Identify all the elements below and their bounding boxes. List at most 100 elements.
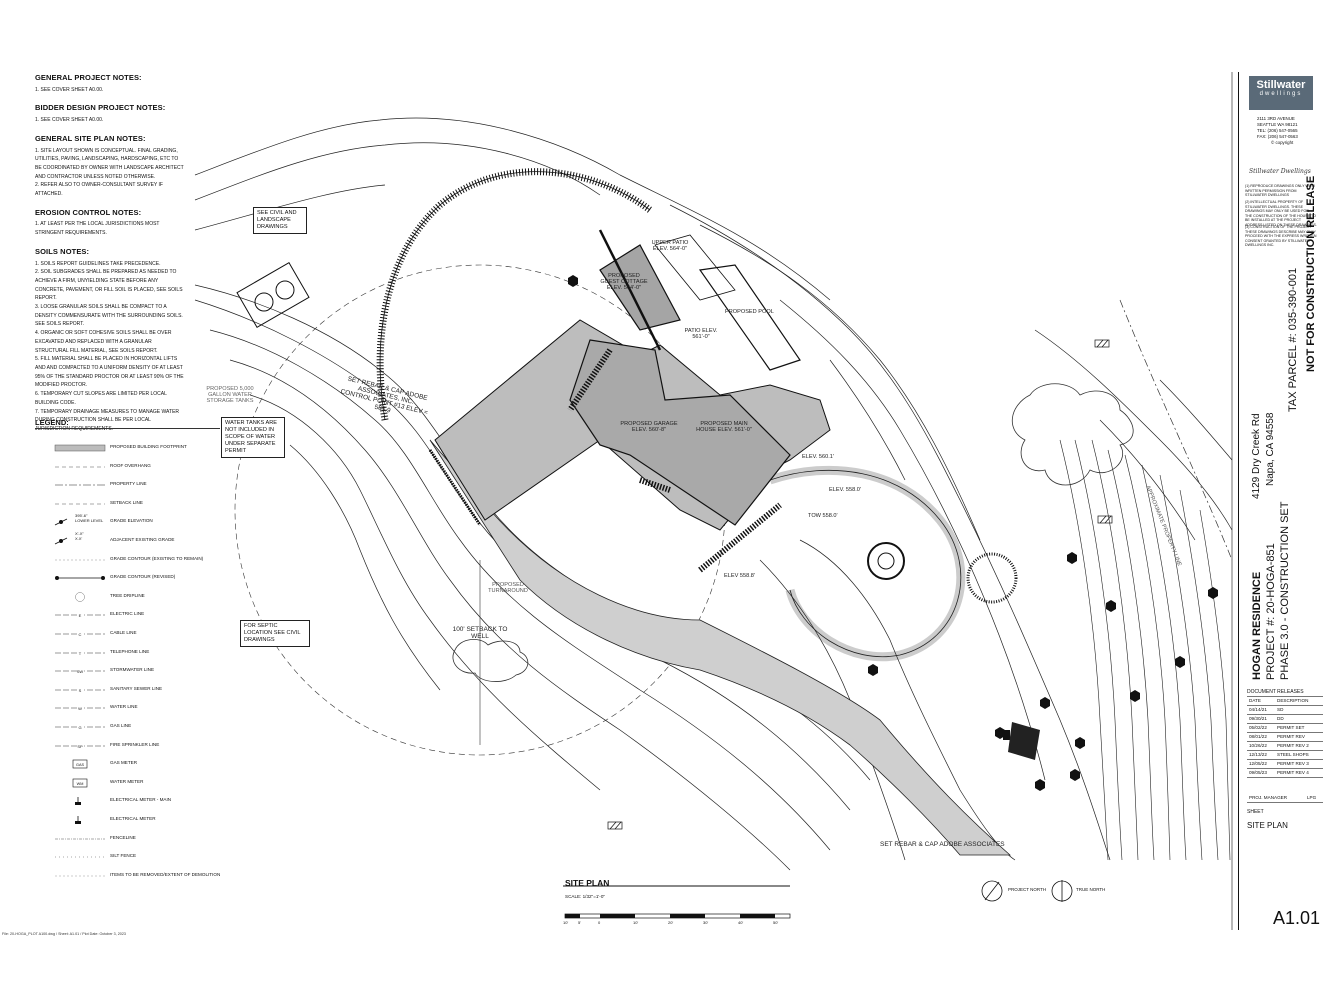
legend-elev-text: X'-X" <box>75 531 84 536</box>
legend-symbol <box>55 838 105 839</box>
legend-symbol <box>54 519 68 526</box>
legend-label: ELECTRICAL METER - MAIN <box>110 797 172 803</box>
legend-code: C <box>79 632 82 637</box>
upper-patio-label: UPPER PATIO ELEV. 564'-0" <box>651 240 689 252</box>
legend-item: T TELEPHONE LINE <box>35 645 220 659</box>
legend-code: S <box>79 688 82 693</box>
fine-print: (2) INTELLECTUAL PROPERTY OF STILLWATER … <box>1245 200 1317 227</box>
scale-bar <box>564 913 791 919</box>
tow-label: TOW 558.0' <box>808 513 838 519</box>
note-item: 6. TEMPORARY CUT SLOPES ARE LIMITED PER … <box>35 391 167 406</box>
release-description: PERMIT REV 2 <box>1277 743 1309 748</box>
legend-item: ITEMS TO BE REMOVED/EXTENT OF DEMOLITION <box>35 868 220 882</box>
legend-item: GRADE ELEVATION <box>35 514 220 528</box>
circular-drive <box>768 465 966 662</box>
copyright: © copyright <box>1271 140 1294 145</box>
site-address-line1: 4129 Dry Creek Rd <box>1251 413 1262 499</box>
scale-tick-label: 10' <box>633 920 639 925</box>
legend-label: PROPOSED BUILDING FOOTPRINT <box>110 444 187 449</box>
legend-item: GRADE CONTOUR (EXISTING TO REMAIN) <box>35 552 220 566</box>
legend-symbol <box>55 503 105 505</box>
see-civil-note: SEE CIVIL AND LANDSCAPE DRAWINGS <box>253 207 307 234</box>
septic-note: FOR SEPTIC LOCATION SEE CIVIL DRAWINGS <box>240 620 310 647</box>
tax-parcel: TAX PARCEL #: 035-390-001 <box>1287 267 1299 412</box>
manager-label: PROJ. MANAGER <box>1249 795 1288 800</box>
legend-symbol: S <box>55 686 105 693</box>
upper-patio-outline <box>654 234 736 301</box>
drawing-scale: SCALE: 1/32"=1'-0" <box>565 894 606 899</box>
site-address-line2: Napa, CA 94558 <box>1265 412 1276 486</box>
bidder-notes-title: BIDDER DESIGN PROJECT NOTES: <box>35 103 166 113</box>
legend-label: WATER METER <box>110 778 144 784</box>
trees <box>568 275 1218 791</box>
release-description: PERMIT SET <box>1277 725 1305 730</box>
legend-symbol: E <box>55 612 105 619</box>
legend-item: W WATER LINE <box>35 700 220 714</box>
elevation-label: ELEV 558.8' <box>724 573 755 579</box>
legend-label: GRADE ELEVATION <box>110 518 153 524</box>
legend-label: ROOF OVERHANG <box>110 462 151 468</box>
guest-cottage-roof <box>599 244 681 331</box>
legend-item: G GAS LINE <box>35 719 220 733</box>
document-releases: DOCUMENT RELEASES DATE DESCRIPTION 04/14… <box>1247 688 1323 830</box>
legend-label: ADJACENT EXISTING GRADE <box>110 537 175 542</box>
address-line: 2111 3RD AVENUE <box>1257 116 1295 121</box>
property-line <box>1119 299 1233 561</box>
fine-print: (1) REPRODUCE DRAWINGS ONLY WITH WRITTEN… <box>1245 184 1315 197</box>
legend-label: CABLE LINE <box>110 630 137 635</box>
address-line: FAX: (206) 547-0563 <box>1257 134 1298 139</box>
fine-print: (3) CONSTRUCTION OF THE PROJECT THESE DR… <box>1245 225 1317 247</box>
legend-symbol <box>55 875 105 877</box>
project-number: PROJECT #: 20-HOGA-851 <box>1265 543 1277 680</box>
turnaround-label: PROPOSED TURNAROUND <box>488 582 528 594</box>
note-item: 1. SEE COVER SHEET A0.00. <box>35 117 104 124</box>
legend-label: ITEMS TO BE REMOVED/EXTENT OF DEMOLITION <box>110 871 221 877</box>
water-tanks-note: WATER TANKS ARE NOT INCLUDED IN SCOPE OF… <box>221 417 285 458</box>
legend-code: SW <box>77 669 84 674</box>
sheet-label: SHEET <box>1247 809 1264 815</box>
legend-code: GAS <box>76 763 84 767</box>
address-line: TEL: (206) 547-0565 <box>1257 128 1298 133</box>
legend-symbol: W <box>55 705 105 712</box>
patio-label: PATIO ELEV. 561'-0" <box>684 328 718 340</box>
manager-row: PROJ. MANAGER LPG <box>1247 794 1323 803</box>
legend-item: ELECTRICAL METER <box>35 812 220 826</box>
general-notes: GENERAL PROJECT NOTES: 1. SEE COVER SHEE… <box>35 68 185 434</box>
note-item: 2. SOIL SUBGRADES SHALL BE PREPARED AS N… <box>35 269 183 302</box>
legend-label: WATER LINE <box>110 704 138 710</box>
legend-symbol: G <box>55 724 105 730</box>
legend-symbol: T <box>55 649 105 656</box>
legend-label: FENCELINE <box>110 834 136 840</box>
round-feature <box>966 552 1018 604</box>
release-description: PERMIT REV 4 <box>1277 770 1309 775</box>
legend-label: PROPERTY LINE <box>110 481 147 487</box>
note-item: 1. SEE COVER SHEET A0.00. <box>35 86 104 93</box>
company-address: 2111 3RD AVENUE SEATTLE WA 98121 TEL: (2… <box>1257 116 1298 146</box>
driveway <box>429 439 1012 856</box>
main-house-label: PROPOSED MAIN HOUSE ELEV. 561'-0" <box>696 421 752 433</box>
main-house-roof <box>569 339 791 526</box>
legend-code: W <box>78 706 82 711</box>
legend-item: C CABLE LINE <box>35 626 220 640</box>
legend-label: GRADE CONTOUR (EXISTING TO REMAIN) <box>110 555 204 561</box>
project-name: HOGAN RESIDENCE <box>1251 571 1263 680</box>
note-item: 1. SITE LAYOUT SHOWN IS CONCEPTUAL. FINA… <box>35 147 184 180</box>
erosion-notes-title: EROSION CONTROL NOTES: <box>35 207 142 217</box>
legend-label: SILT FENCE <box>110 853 137 859</box>
rebar-label-south: SET REBAR & CAP ADOBE ASSOCIATES <box>880 841 1005 848</box>
legend-label: SANITARY SEWER LINE <box>110 685 163 691</box>
fountain <box>867 542 905 580</box>
water-tanks <box>236 261 310 329</box>
legend-symbol: GAS <box>72 759 88 769</box>
legend-label: GAS LINE <box>110 723 132 728</box>
north-arrows <box>981 880 1073 902</box>
release-description: PERMIT REV 3 <box>1277 761 1309 766</box>
legend-label: TELEPHONE LINE <box>110 648 150 654</box>
legend-symbol <box>54 537 68 545</box>
